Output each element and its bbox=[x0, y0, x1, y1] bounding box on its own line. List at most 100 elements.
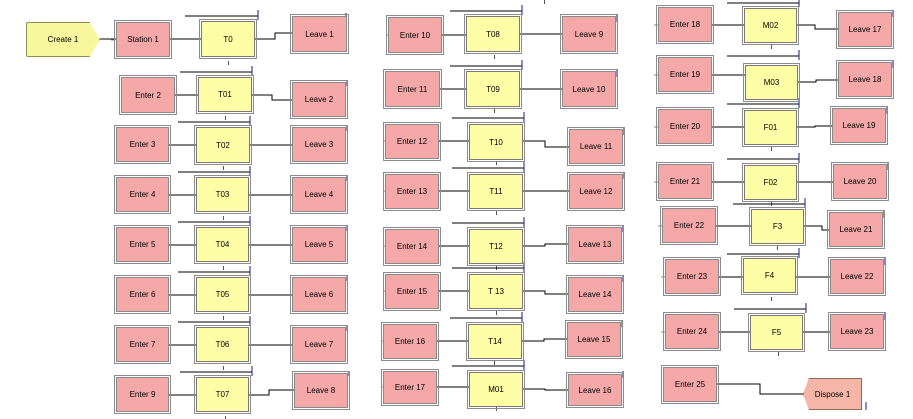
process-module[interactable]: F5 bbox=[748, 313, 805, 352]
enter-module[interactable]: Enter 16 bbox=[381, 322, 439, 361]
connector bbox=[523, 243, 568, 247]
animation-marker bbox=[223, 266, 224, 270]
leave-module[interactable]: Leave 21 bbox=[827, 210, 885, 249]
animation-marker bbox=[494, 109, 495, 113]
enter-module[interactable]: Enter 2 bbox=[119, 75, 177, 115]
connector bbox=[249, 389, 294, 396]
leave-module[interactable]: Leave 9 bbox=[560, 14, 618, 54]
animation-marker bbox=[544, 0, 545, 4]
enter-module[interactable]: Enter 12 bbox=[383, 122, 441, 161]
process-module[interactable]: T14 bbox=[466, 322, 524, 361]
enter-module[interactable]: Enter 3 bbox=[114, 125, 171, 164]
leave-module[interactable]: Leave 10 bbox=[560, 69, 618, 109]
leave-module[interactable]: Leave 6 bbox=[290, 275, 348, 314]
enter-module[interactable]: Enter 10 bbox=[386, 15, 444, 55]
process-module[interactable]: T0 bbox=[199, 19, 257, 59]
leave-module[interactable]: Leave 1 bbox=[290, 14, 349, 54]
enter-module[interactable]: Enter 5 bbox=[114, 225, 171, 264]
leave-module[interactable]: Leave 15 bbox=[565, 320, 623, 359]
leave-module[interactable]: Leave 2 bbox=[290, 80, 348, 119]
leave-module[interactable]: Leave 5 bbox=[290, 225, 348, 264]
animation-marker bbox=[496, 161, 497, 165]
process-module[interactable]: T07 bbox=[194, 375, 251, 414]
enter-module[interactable]: Enter 13 bbox=[383, 172, 441, 211]
enter-module[interactable]: Enter 25 bbox=[661, 365, 719, 404]
enter-module[interactable]: Enter 23 bbox=[663, 257, 721, 296]
animation-marker bbox=[223, 316, 224, 320]
leave-module[interactable]: Leave 16 bbox=[566, 372, 624, 408]
dispose-module[interactable]: Dispose 1 bbox=[803, 378, 862, 410]
process-module[interactable]: F3 bbox=[749, 207, 806, 246]
enter-module[interactable]: Enter 17 bbox=[381, 369, 439, 406]
enter-module[interactable]: Enter 19 bbox=[656, 55, 714, 94]
process-module[interactable]: M03 bbox=[743, 63, 800, 102]
enter-module[interactable]: Enter 9 bbox=[114, 375, 171, 414]
process-module[interactable]: M01 bbox=[467, 370, 525, 409]
station-module[interactable]: Station 1 bbox=[114, 20, 172, 59]
connector bbox=[255, 32, 292, 40]
leave-module[interactable]: Leave 12 bbox=[567, 172, 625, 211]
connector bbox=[804, 225, 829, 231]
enter-module[interactable]: Enter 20 bbox=[656, 107, 714, 146]
connector bbox=[797, 125, 832, 128]
enter-module[interactable]: Enter 24 bbox=[663, 312, 721, 351]
leave-module[interactable]: Leave 14 bbox=[566, 275, 624, 314]
animation-marker bbox=[771, 45, 772, 49]
process-module[interactable]: T05 bbox=[194, 275, 251, 314]
leave-module[interactable]: Leave 17 bbox=[836, 10, 894, 49]
animation-marker bbox=[223, 366, 224, 370]
animation-marker bbox=[778, 352, 779, 356]
enter-module[interactable]: Enter 22 bbox=[660, 206, 718, 245]
leave-module[interactable]: Leave 11 bbox=[567, 127, 625, 166]
enter-module[interactable]: Enter 14 bbox=[383, 227, 441, 266]
leave-module[interactable]: Leave 18 bbox=[836, 60, 894, 99]
create-module[interactable]: Create 1 bbox=[26, 22, 100, 57]
enter-module[interactable]: Enter 18 bbox=[656, 5, 714, 44]
animation-marker bbox=[494, 55, 495, 59]
process-module[interactable]: M02 bbox=[742, 6, 799, 45]
enter-module[interactable]: Enter 11 bbox=[383, 69, 442, 109]
animation-marker bbox=[223, 166, 224, 170]
connector bbox=[717, 383, 803, 395]
animation-marker bbox=[228, 61, 229, 65]
process-module[interactable]: F02 bbox=[742, 163, 799, 202]
process-module[interactable]: F01 bbox=[742, 108, 799, 147]
enter-module[interactable]: Enter 15 bbox=[383, 272, 441, 311]
process-module[interactable]: F4 bbox=[741, 256, 798, 295]
leave-module[interactable]: Leave 8 bbox=[292, 371, 350, 410]
animation-marker bbox=[496, 211, 497, 215]
enter-module[interactable]: Enter 21 bbox=[656, 162, 714, 201]
process-module[interactable]: T09 bbox=[464, 69, 522, 109]
process-module[interactable]: T06 bbox=[194, 325, 251, 364]
process-module[interactable]: T04 bbox=[194, 225, 251, 264]
process-module[interactable]: T12 bbox=[467, 227, 525, 266]
animation-marker bbox=[225, 416, 226, 419]
animation-marker bbox=[771, 147, 772, 151]
leave-module[interactable]: Leave 3 bbox=[290, 125, 348, 164]
connector bbox=[523, 140, 569, 148]
leave-module[interactable]: Leave 20 bbox=[831, 162, 889, 201]
connector bbox=[798, 79, 838, 83]
process-module[interactable]: T10 bbox=[467, 122, 525, 162]
process-module[interactable]: T11 bbox=[467, 172, 525, 211]
connector bbox=[797, 24, 838, 30]
animation-marker bbox=[496, 311, 497, 315]
leave-module[interactable]: Leave 13 bbox=[566, 225, 624, 264]
leave-module[interactable]: Leave 4 bbox=[290, 175, 348, 214]
process-module[interactable]: T03 bbox=[194, 175, 251, 214]
leave-module[interactable]: Leave 7 bbox=[290, 325, 348, 364]
leave-module[interactable]: Leave 19 bbox=[830, 106, 888, 145]
process-module[interactable]: T02 bbox=[194, 125, 252, 165]
animation-marker bbox=[225, 116, 226, 120]
process-module[interactable]: T 13 bbox=[467, 272, 525, 311]
leave-module[interactable]: Leave 22 bbox=[828, 257, 886, 296]
enter-module[interactable]: Enter 4 bbox=[114, 175, 171, 214]
leave-module[interactable]: Leave 23 bbox=[828, 312, 886, 351]
connector bbox=[522, 338, 567, 342]
process-module[interactable]: T01 bbox=[196, 75, 254, 114]
animation-marker bbox=[496, 407, 497, 411]
enter-module[interactable]: Enter 6 bbox=[114, 275, 171, 314]
process-module[interactable]: T08 bbox=[464, 14, 522, 54]
enter-module[interactable]: Enter 7 bbox=[114, 325, 171, 364]
